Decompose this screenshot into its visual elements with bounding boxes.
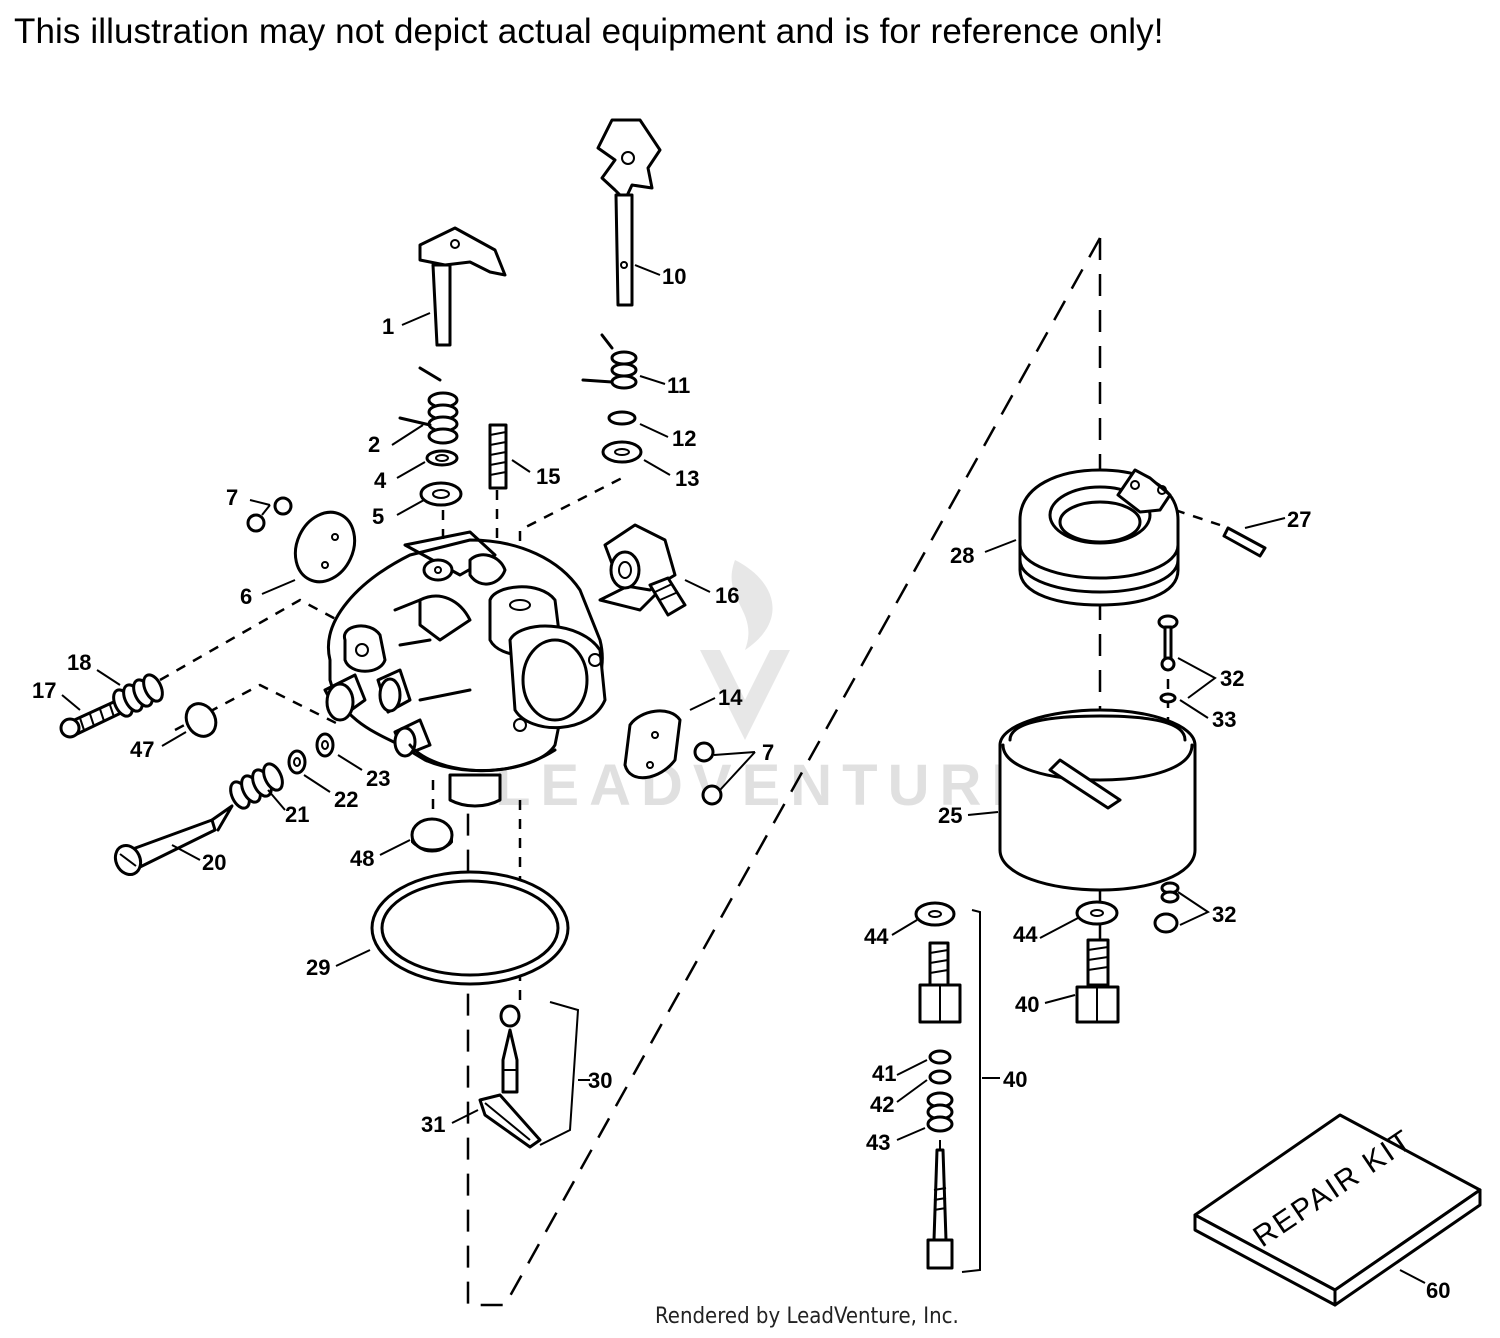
callout-44-left: 44: [864, 924, 889, 949]
callout-14: 14: [718, 685, 743, 710]
callout-44-right: 44: [1013, 922, 1038, 947]
part-7-screws-left[interactable]: [246, 496, 293, 533]
callout-48: 48: [350, 846, 374, 871]
callout-41: 41: [872, 1061, 896, 1086]
footer-credit: Rendered by LeadVenture, Inc.: [655, 1304, 959, 1329]
callout-40-left: 40: [1003, 1067, 1027, 1092]
callout-20: 20: [202, 850, 226, 875]
part-2-choke-spring[interactable]: [398, 366, 459, 445]
part-32-bottom-spring[interactable]: [1153, 881, 1180, 934]
callout-15: 15: [536, 464, 560, 489]
callout-42: 42: [870, 1092, 894, 1117]
callout-1: 1: [382, 314, 394, 339]
callout-11: 11: [667, 373, 690, 398]
part-40-bowl-nut-assembly[interactable]: [918, 909, 981, 1273]
part-43-spring[interactable]: [926, 1091, 954, 1133]
part-15-spring[interactable]: [488, 423, 508, 490]
callout-12: 12: [672, 426, 696, 451]
part-25-float-bowl[interactable]: [998, 708, 1197, 892]
callout-25: 25: [938, 803, 962, 828]
callout-47: 47: [130, 737, 154, 762]
callout-40-right: 40: [1015, 992, 1039, 1017]
callout-32-top: 32: [1220, 666, 1244, 691]
part-23-o-ring[interactable]: [315, 732, 335, 758]
part-4-washer[interactable]: [425, 449, 459, 467]
part-31-float-pin[interactable]: [478, 1093, 542, 1149]
part-40-mixture-needle[interactable]: [926, 1140, 954, 1270]
part-6-cover-plate[interactable]: [284, 503, 365, 592]
watermark-logo: LEADVENTURE: [495, 560, 1040, 818]
part-1-choke-shaft[interactable]: [418, 226, 507, 347]
part-27-float-pin[interactable]: [1222, 526, 1267, 558]
callout-10: 10: [662, 264, 686, 289]
part-20-main-needle[interactable]: [111, 804, 234, 879]
callout-33: 33: [1212, 707, 1236, 732]
callout-43: 43: [866, 1130, 890, 1155]
callout-18: 18: [67, 650, 91, 675]
callout-60: 60: [1426, 1278, 1450, 1303]
part-12-washer[interactable]: [607, 410, 637, 426]
part-7-screws-right[interactable]: [693, 741, 723, 806]
part-13-seal[interactable]: [601, 440, 643, 464]
callout-30: 30: [588, 1068, 612, 1093]
part-40-bowl-nut-right[interactable]: [1075, 938, 1120, 1024]
part-5-seal[interactable]: [419, 481, 463, 507]
callout-leader-lines: [61, 264, 1426, 1284]
callout-7-right: 7: [762, 740, 774, 765]
callout-labels: 1 2 4 5 6 7 10 11 12 13 14 7 15 16 17 18…: [32, 264, 1450, 1303]
part-21-spring[interactable]: [227, 761, 286, 811]
part-28-float[interactable]: [1018, 468, 1180, 607]
callout-23: 23: [366, 766, 390, 791]
callout-16: 16: [715, 583, 739, 608]
part-41-o-ring[interactable]: [928, 1049, 952, 1065]
callout-27: 27: [1287, 507, 1311, 532]
watermark-text: LEADVENTURE: [495, 753, 1040, 818]
part-29-bowl-gasket[interactable]: [370, 870, 570, 986]
callout-21: 21: [285, 802, 309, 827]
callout-5: 5: [372, 504, 384, 529]
callout-31: 31: [421, 1112, 445, 1137]
callout-17: 17: [32, 678, 56, 703]
part-60-repair-kit[interactable]: REPAIR KIT: [1193, 1113, 1482, 1307]
callout-4: 4: [374, 468, 387, 493]
callout-22: 22: [334, 787, 358, 812]
callout-6: 6: [240, 584, 252, 609]
part-22-washer[interactable]: [287, 749, 307, 775]
disclaimer-text: This illustration may not depict actual …: [14, 12, 1164, 51]
carburetor-body[interactable]: [323, 530, 662, 808]
callout-32-bottom: 32: [1212, 902, 1236, 927]
callout-7-left: 7: [226, 485, 238, 510]
part-18-spring[interactable]: [110, 672, 166, 719]
part-16-fuel-fitting[interactable]: [603, 523, 687, 617]
callout-29: 29: [306, 955, 330, 980]
callout-28: 28: [950, 543, 974, 568]
part-42-o-ring[interactable]: [928, 1069, 952, 1085]
part-14-plate[interactable]: [623, 709, 682, 780]
part-44-washer-left[interactable]: [914, 901, 956, 927]
callout-2: 2: [368, 432, 380, 457]
part-48-plug[interactable]: [410, 817, 454, 853]
part-11-throttle-spring[interactable]: [581, 333, 638, 390]
part-32-33-float-valve-parts[interactable]: [1157, 614, 1179, 704]
part-44-washer-right[interactable]: [1075, 900, 1119, 926]
part-30-inlet-needle-seat[interactable]: [499, 1001, 580, 1146]
part-17-idle-screw[interactable]: [59, 698, 125, 739]
part-47-welch-plug[interactable]: [180, 698, 221, 741]
part-10-throttle-shaft[interactable]: [596, 118, 662, 307]
callout-13: 13: [675, 466, 699, 491]
